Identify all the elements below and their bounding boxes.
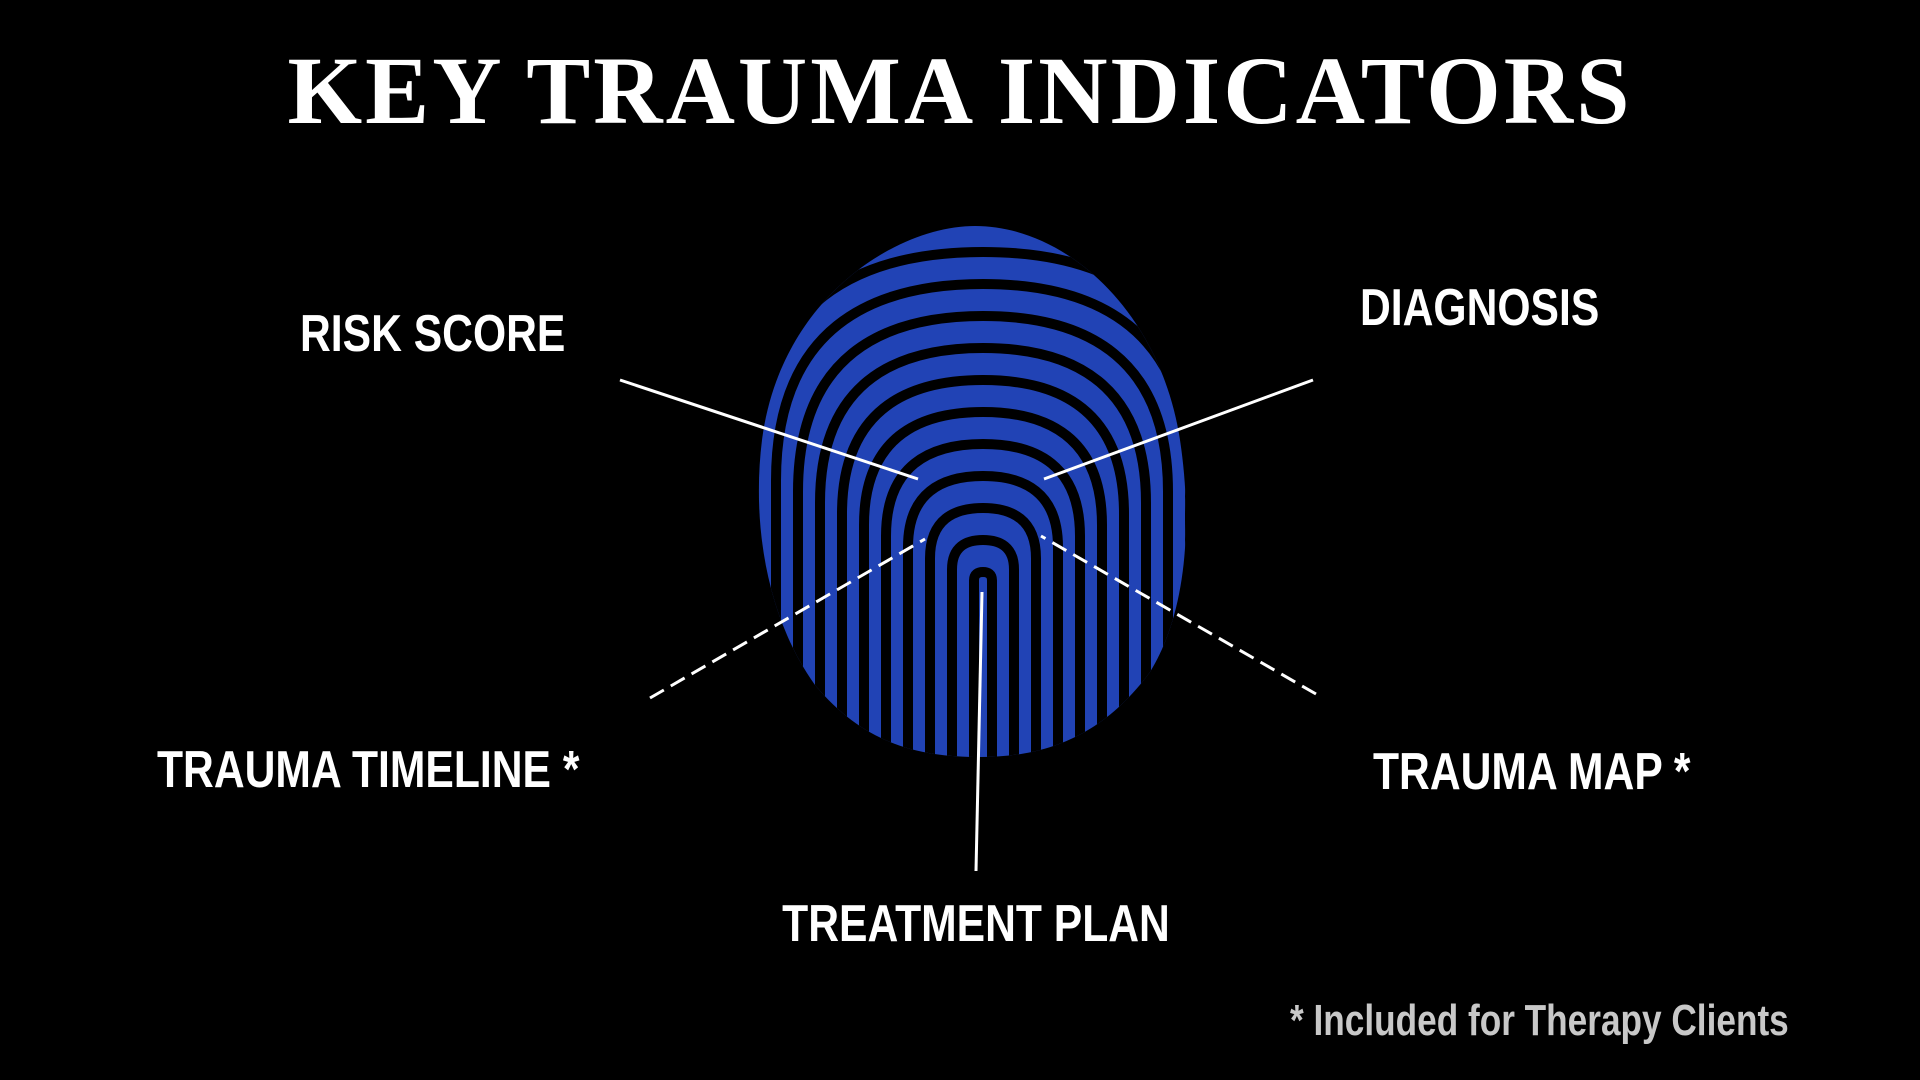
indicator-diagnosis: DIAGNOSIS: [1360, 282, 1599, 334]
indicator-treatment-plan: TREATMENT PLAN: [782, 898, 1170, 950]
indicator-trauma-map: TRAUMA MAP *: [1373, 746, 1690, 798]
fingerprint-icon: [512, 0, 1454, 800]
footnote: * Included for Therapy Clients: [1290, 999, 1789, 1043]
indicator-trauma-timeline: TRAUMA TIMELINE *: [157, 744, 579, 796]
indicator-risk-score: RISK SCORE: [300, 308, 565, 360]
